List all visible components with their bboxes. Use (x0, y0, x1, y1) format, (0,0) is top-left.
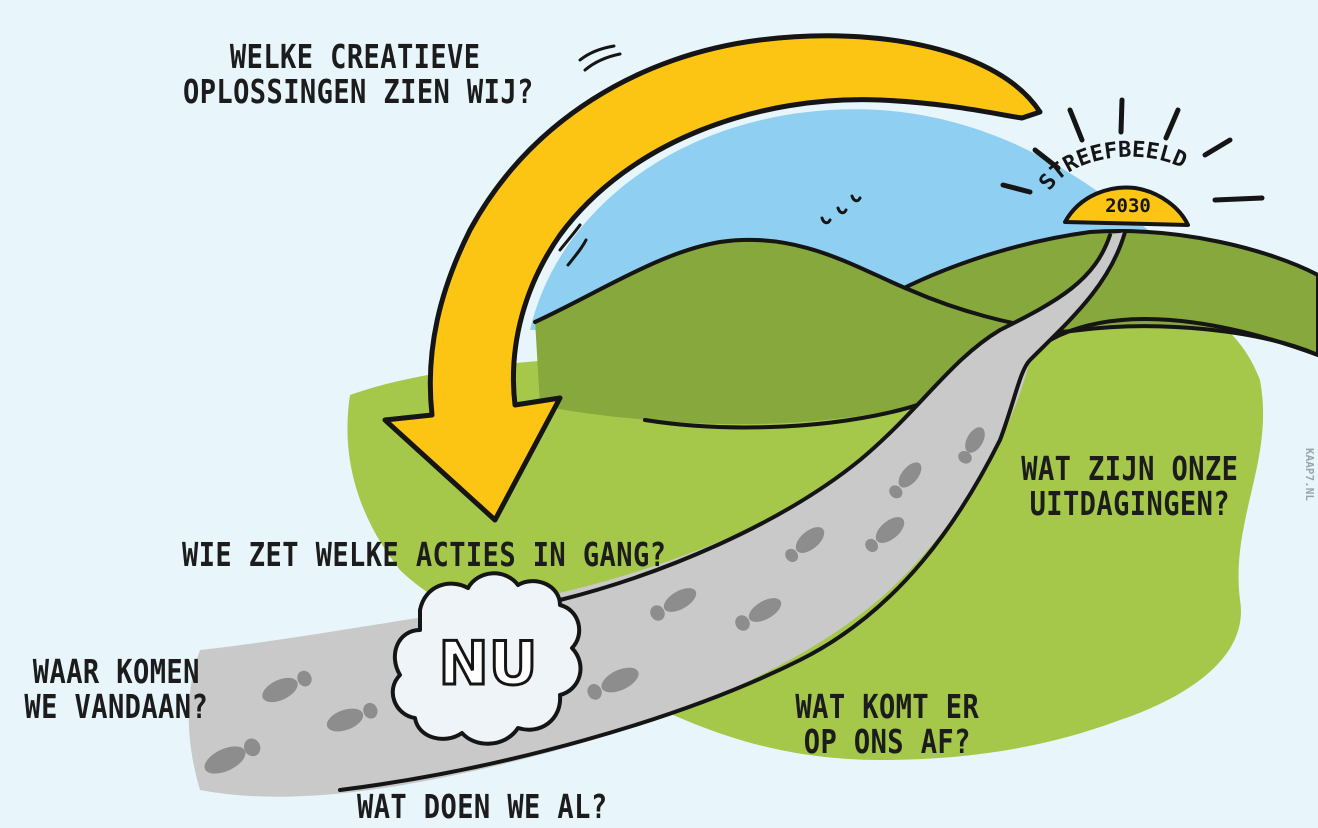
curved-arrow-icon (382, 33, 1043, 523)
hill-middle (535, 237, 1060, 425)
road-edge-bottom (338, 230, 1127, 792)
origin-line-2: WE VANDAAN? (24, 686, 209, 726)
hill-ridge-line (533, 237, 1062, 334)
challenges-label: WAT ZIJN ONZE UITDAGINGEN? (1015, 449, 1245, 523)
creative-line-1: WELKE CREATIEVE (229, 37, 481, 76)
coming-line-2: OP ONS AF? (803, 721, 971, 761)
actions-label: WIE ZET WELKE ACTIES IN GANG? (182, 535, 667, 574)
coming-label: WAT KOMT ER OP ONS AF? (793, 687, 982, 761)
cloud-shape (390, 571, 583, 746)
challenges-line-1: WAT ZIJN ONZE (1021, 449, 1239, 488)
vision-label: STREEFBEELD (1034, 138, 1190, 196)
footprint-icon (204, 427, 985, 774)
credit-label: KAAP7.NL (1303, 448, 1316, 501)
year-label: 2030 (1105, 195, 1151, 217)
creative-solutions-label: WELKE CREATIEVE OPLOSSINGEN ZIEN WIJ? (183, 37, 534, 111)
origin-label: WAAR KOMEN WE VANDAAN? (22, 652, 211, 726)
now-label: NU (439, 629, 538, 699)
origin-line-1: WAAR KOMEN (32, 652, 200, 691)
challenges-line-2: UITDAGINGEN? (1029, 483, 1231, 523)
creative-line-2: OPLOSSINGEN ZIEN WIJ? (183, 71, 534, 111)
doing-label: WAT DOEN WE AL? (357, 787, 608, 826)
motion-lines (558, 44, 622, 267)
birds-icon (820, 194, 862, 225)
sun-icon (1000, 97, 1265, 227)
coming-line-1: WAT KOMT ER (795, 687, 980, 726)
road-edge-top (558, 233, 1112, 602)
